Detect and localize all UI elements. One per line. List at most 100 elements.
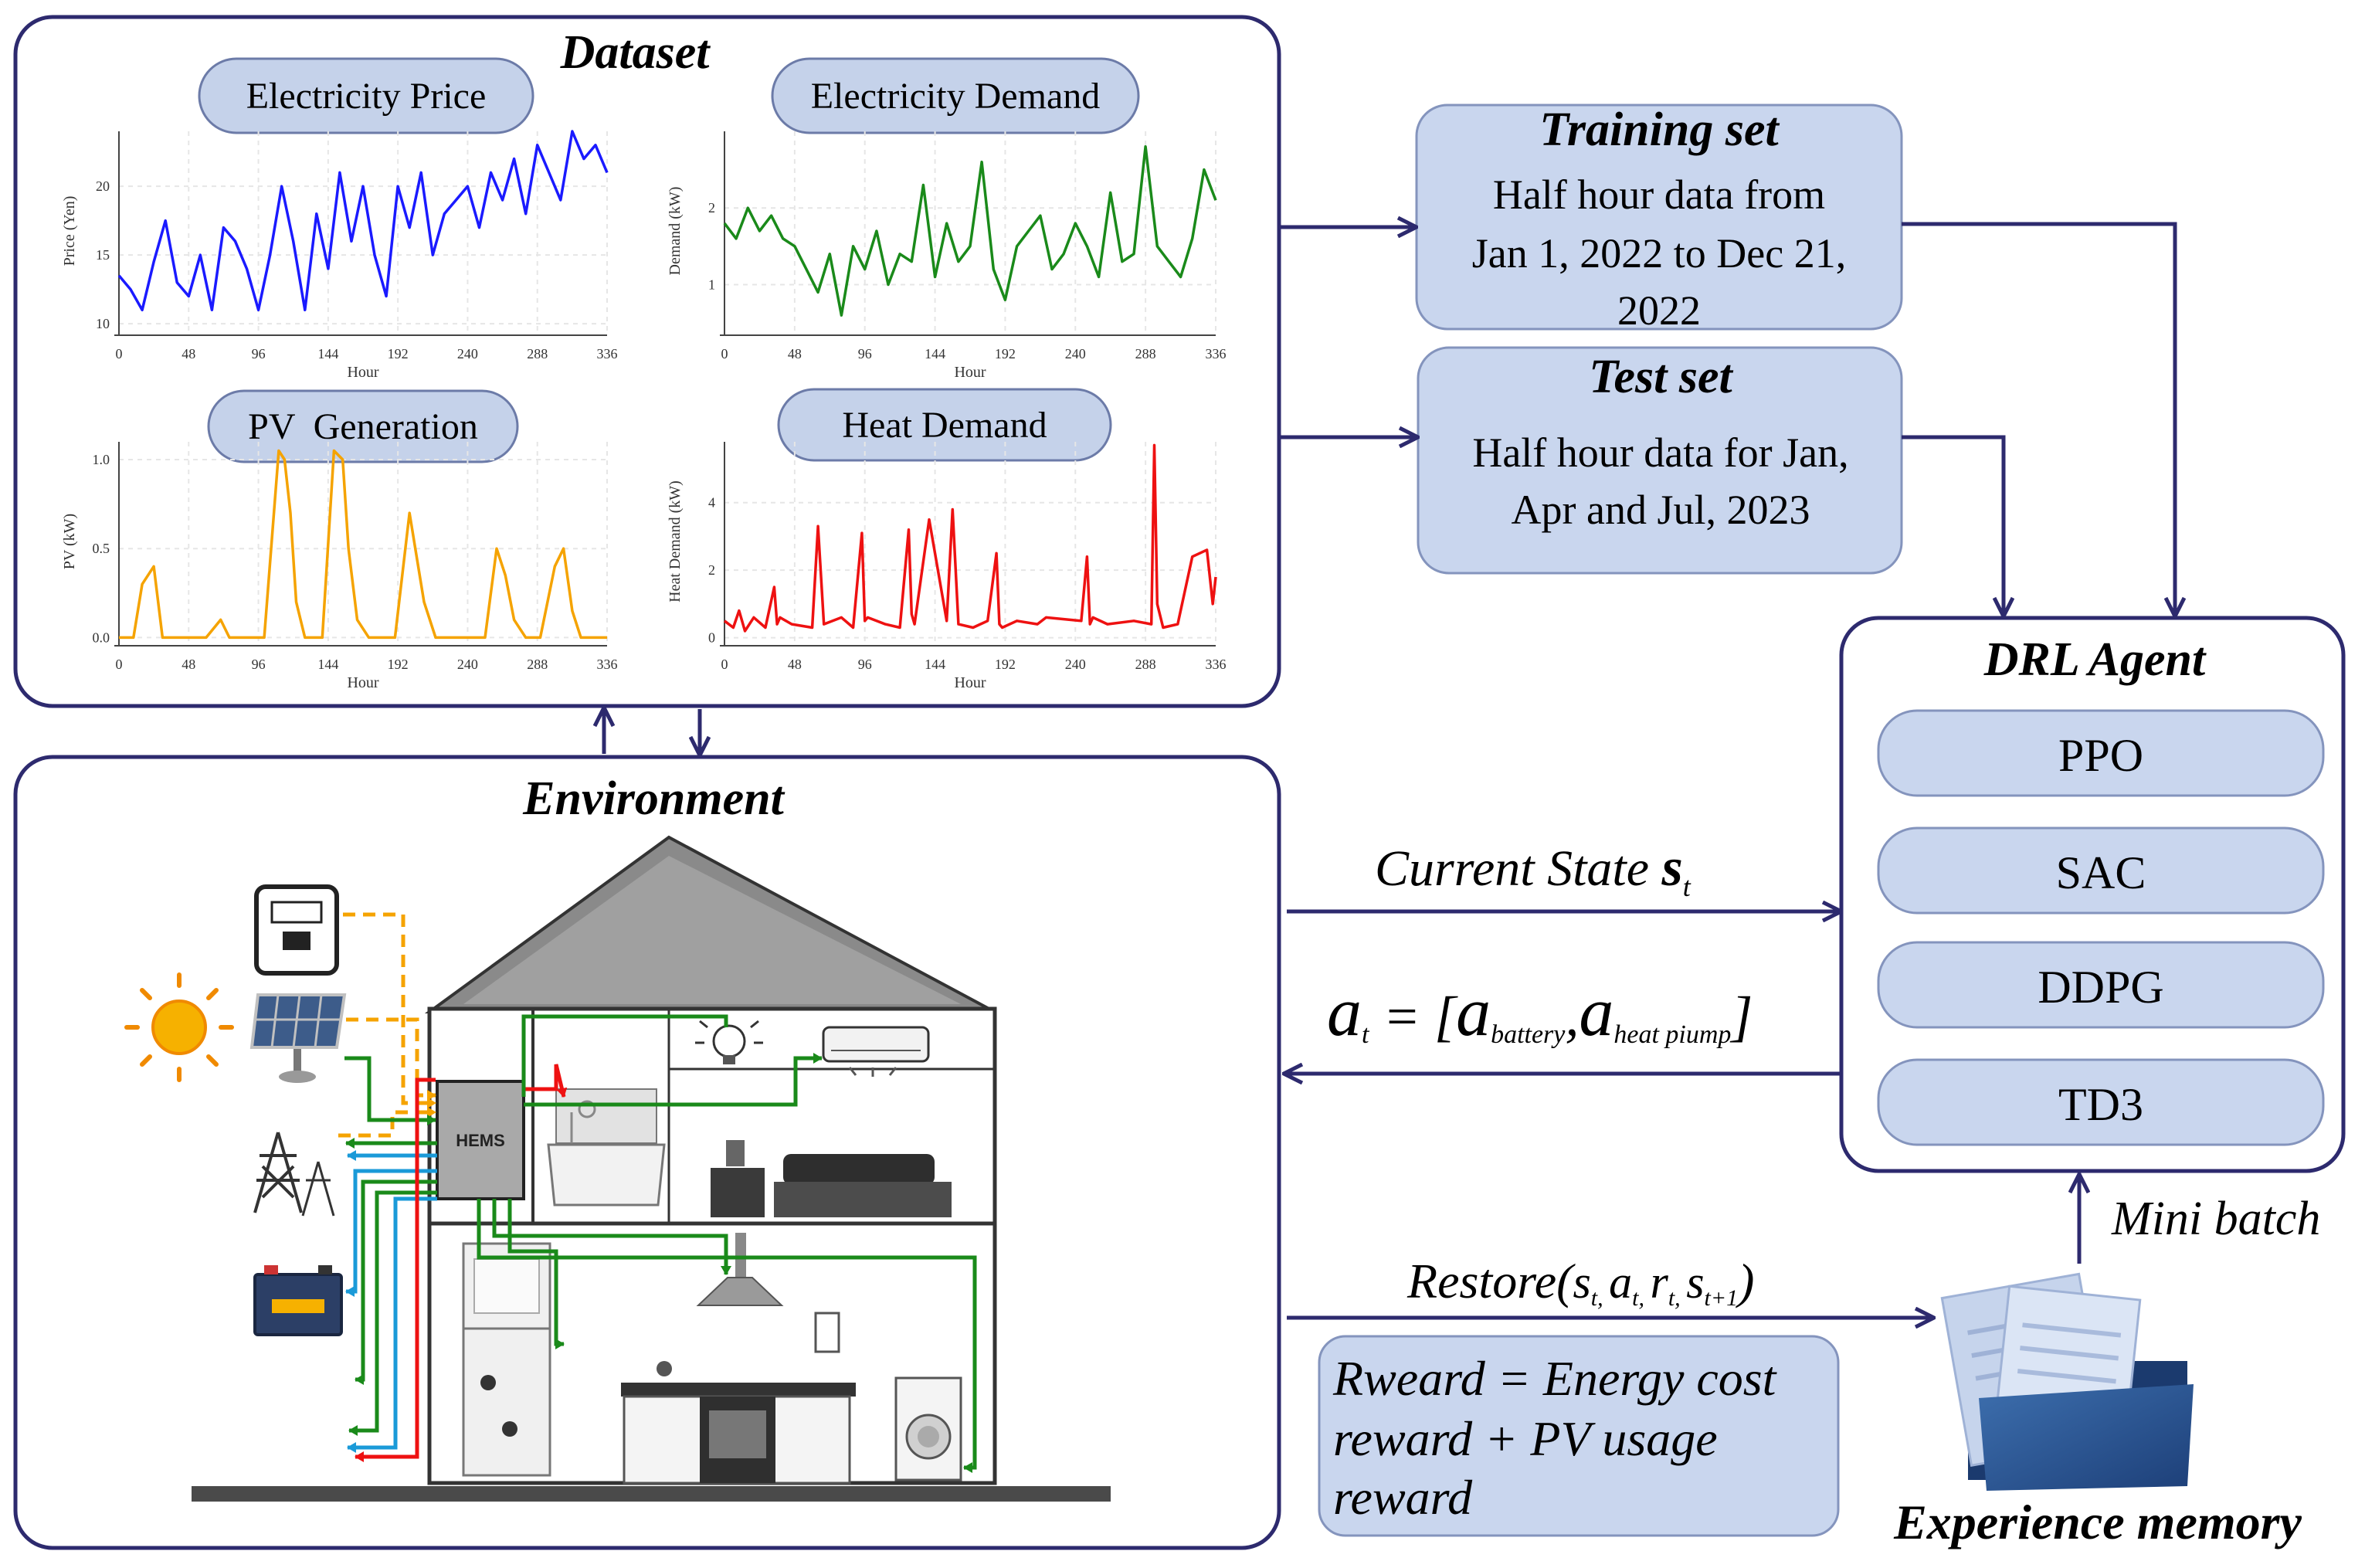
y-tick-label: 0.5 xyxy=(93,541,110,556)
training-set-line-3: 2022 xyxy=(1617,287,1701,334)
x-tick-label: 192 xyxy=(388,346,409,361)
mini-batch-label: Mini batch xyxy=(2111,1193,2320,1245)
pill-pv-generation-label: PV Generation xyxy=(248,406,478,447)
pill-heat-demand: Heat Demand xyxy=(777,388,1112,462)
x-tick-label: 144 xyxy=(317,657,338,672)
series-line xyxy=(119,449,607,640)
x-tick-label: 336 xyxy=(1206,346,1227,361)
x-tick-label: 336 xyxy=(1206,657,1227,672)
x-tick-label: 96 xyxy=(252,346,266,361)
reward-line-3: reward xyxy=(1333,1470,1473,1525)
training-set-line-2: Jan 1, 2022 to Dec 21, xyxy=(1472,230,1846,277)
refrigerator-icon xyxy=(462,1242,551,1477)
x-tick-label: 96 xyxy=(252,657,266,672)
x-tick-label: 240 xyxy=(457,346,478,361)
y-tick-label: 1 xyxy=(708,277,715,292)
x-tick-label: 240 xyxy=(1065,346,1086,361)
arrow-test-to-agent xyxy=(1902,435,2004,615)
x-tick-label: 336 xyxy=(597,346,618,361)
pill-electricity-price: Electricity Price xyxy=(198,57,534,134)
test-set-box: Test set Half hour data for Jan, Apr and… xyxy=(1417,346,1903,575)
x-tick-label: 144 xyxy=(925,346,945,361)
x-tick-label: 0 xyxy=(116,346,123,361)
range-hood-icon xyxy=(696,1233,784,1306)
algo-sac: SAC xyxy=(1877,826,2325,915)
environment-title: Environment xyxy=(522,772,785,825)
kitchen-counter-icon xyxy=(621,1312,856,1485)
y-tick-label: 2 xyxy=(708,200,715,216)
energy-flow-wires xyxy=(338,912,977,1473)
air-conditioner-icon xyxy=(822,1026,930,1077)
smart-meter-icon xyxy=(254,884,339,976)
x-tick-label: 288 xyxy=(1135,657,1156,672)
x-tick-label: 0 xyxy=(116,657,123,672)
dataset-title: Dataset xyxy=(560,26,711,79)
hems-box xyxy=(436,1080,525,1200)
algo-ppo-label: PPO xyxy=(2058,730,2143,781)
y-axis-label: PV (kW) xyxy=(61,514,78,569)
x-tick-label: 144 xyxy=(317,346,338,361)
light-bulb-icon xyxy=(695,1020,763,1064)
experience-memory-folder-icon xyxy=(1940,1272,2194,1491)
y-tick-label: 4 xyxy=(708,495,715,511)
x-tick-label: 288 xyxy=(1135,346,1156,361)
x-tick-label: 48 xyxy=(182,346,195,361)
battery-icon xyxy=(253,1265,343,1336)
x-tick-label: 48 xyxy=(182,657,195,672)
series-line xyxy=(723,443,1217,633)
pill-heat-demand-label: Heat Demand xyxy=(842,405,1047,446)
bed-icon xyxy=(711,1140,952,1217)
x-axis-label: Hour xyxy=(347,364,378,381)
pill-pv-generation: PV Generation xyxy=(207,389,519,463)
training-set-title: Training set xyxy=(1539,104,1780,156)
x-tick-label: 0 xyxy=(721,346,728,361)
algo-td3: TD3 xyxy=(1877,1058,2325,1146)
x-tick-label: 48 xyxy=(788,657,802,672)
reward-line-1: Rweard = Energy cost xyxy=(1332,1351,1778,1406)
x-tick-label: 192 xyxy=(388,657,409,672)
x-tick-label: 0 xyxy=(721,657,728,672)
x-tick-label: 192 xyxy=(995,657,1016,672)
y-tick-label: 1.0 xyxy=(93,452,110,467)
x-tick-label: 240 xyxy=(1065,657,1086,672)
algo-ddpg: DDPG xyxy=(1877,941,2325,1029)
x-tick-label: 240 xyxy=(457,657,478,672)
series-line xyxy=(117,130,609,312)
arrow-training-to-agent xyxy=(1902,222,2175,615)
x-tick-label: 48 xyxy=(788,346,802,361)
x-tick-label: 288 xyxy=(527,657,548,672)
y-tick-label: 2 xyxy=(708,562,715,578)
test-set-line-2: Apr and Jul, 2023 xyxy=(1512,487,1810,533)
sun-icon xyxy=(124,972,234,1082)
y-tick-label: 15 xyxy=(96,247,110,263)
y-tick-label: 0.0 xyxy=(93,630,110,645)
pill-electricity-demand-label: Electricity Demand xyxy=(811,76,1101,117)
washing-machine-icon xyxy=(894,1376,962,1481)
algo-td3-label: TD3 xyxy=(2058,1079,2143,1130)
current-state-label: Current State st xyxy=(1375,838,1691,902)
x-tick-label: 288 xyxy=(527,346,548,361)
house-illustration: HEMS xyxy=(424,835,997,1485)
x-axis-label: Hour xyxy=(954,674,986,691)
x-axis-label: Hour xyxy=(954,364,986,381)
algo-sac-label: SAC xyxy=(2056,847,2146,898)
drl-agent-title: DRL Agent xyxy=(1983,633,2207,686)
y-tick-label: 0 xyxy=(708,630,715,646)
test-set-line-1: Half hour data for Jan, xyxy=(1472,429,1848,476)
x-tick-label: 144 xyxy=(925,657,945,672)
algo-ppo: PPO xyxy=(1877,709,2325,797)
y-tick-label: 20 xyxy=(96,178,110,194)
test-set-title: Test set xyxy=(1589,351,1733,403)
reward-box: Rweard = Energy cost reward + PV usage r… xyxy=(1318,1335,1840,1537)
series-line xyxy=(723,145,1217,317)
x-tick-label: 96 xyxy=(858,346,872,361)
action-label: at = [abattery,aheat piump] xyxy=(1327,974,1753,1050)
solar-panel-icon xyxy=(249,993,347,1083)
pill-electricity-demand: Electricity Demand xyxy=(771,57,1140,134)
ground-bar xyxy=(192,1486,1111,1502)
dataset-panel: Dataset Electricity Price Electricity De… xyxy=(13,15,1281,708)
y-axis-label: Demand (kW) xyxy=(667,187,684,276)
training-set-box: Training set Half hour data from Jan 1, … xyxy=(1415,104,1903,334)
